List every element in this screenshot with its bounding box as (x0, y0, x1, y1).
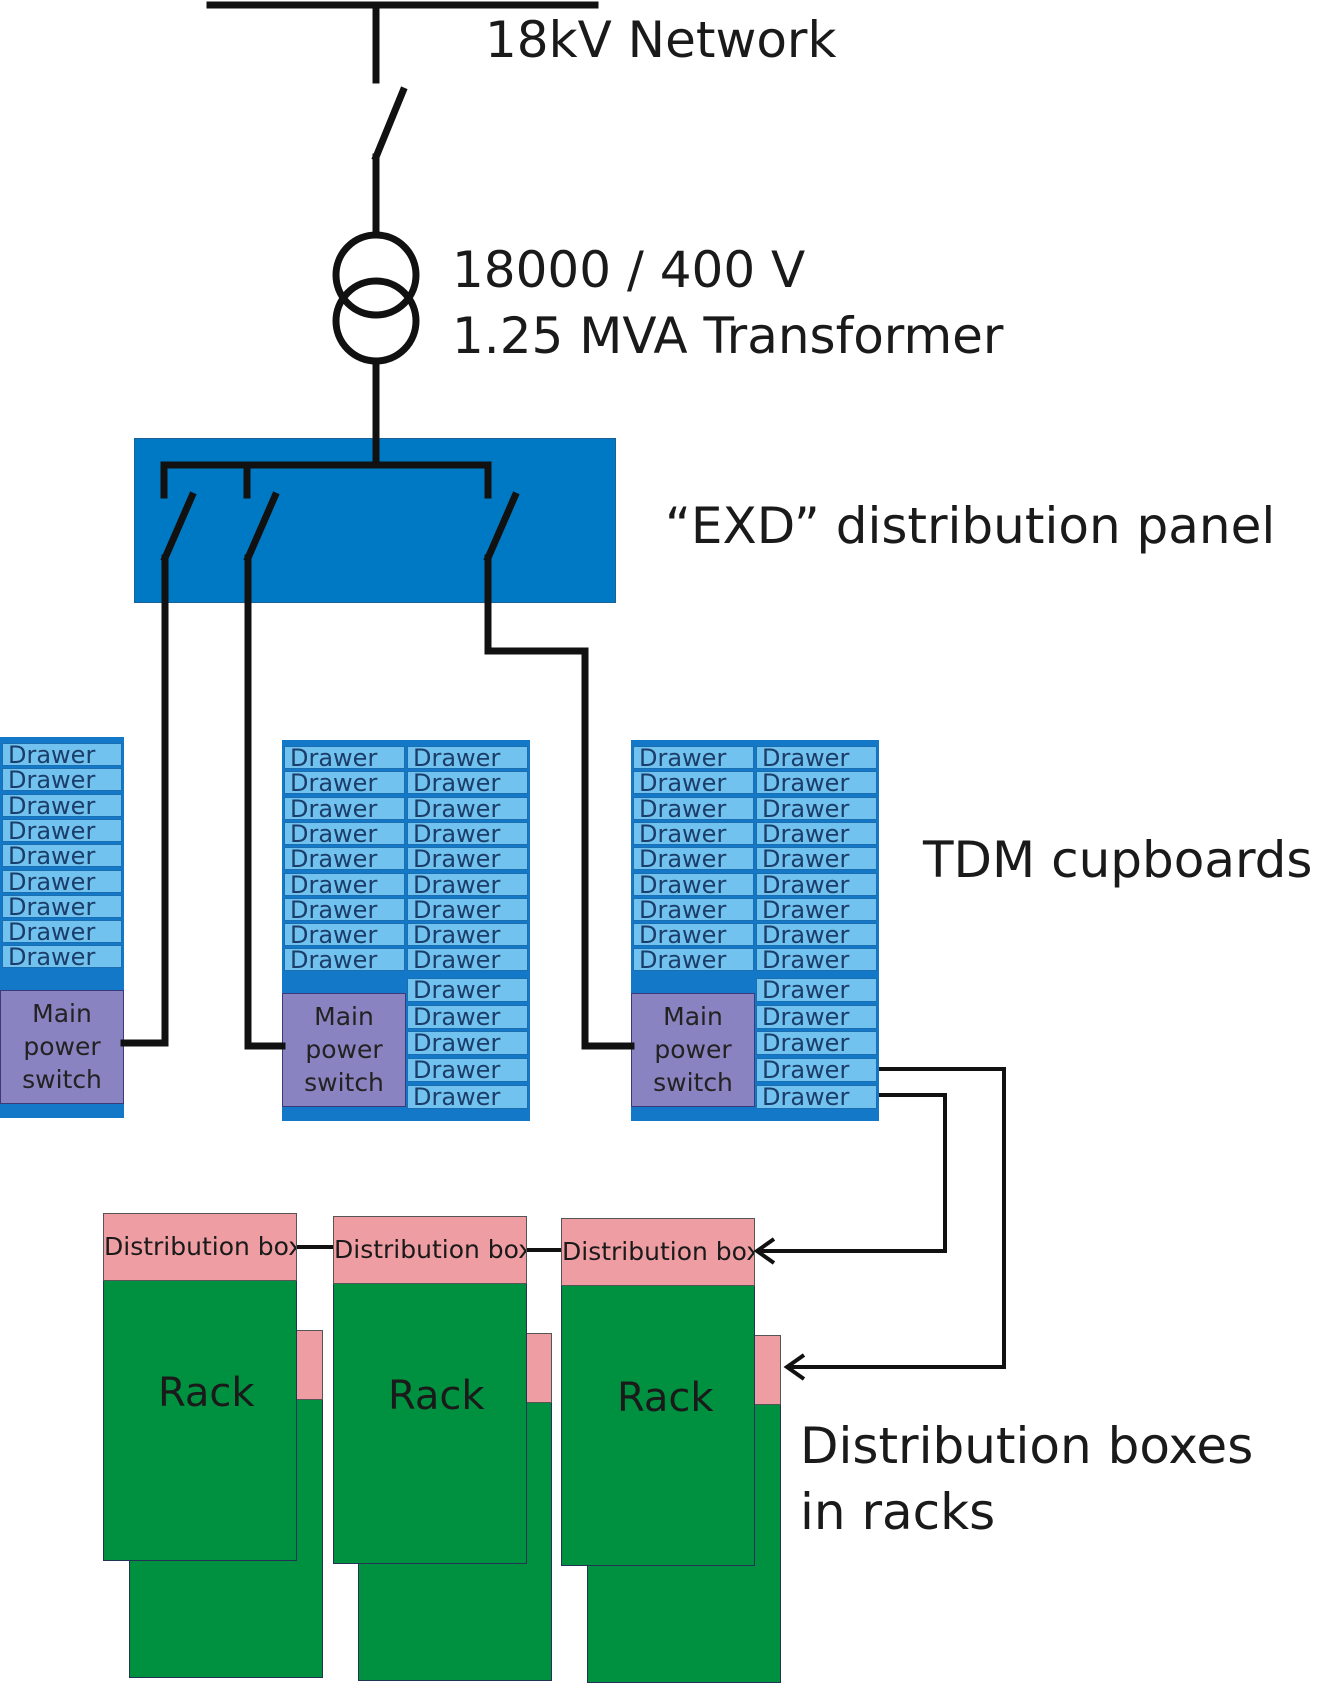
cupboard-3-left-drawer[interactable]: Drawer (633, 746, 754, 769)
cupboard-1-drawer[interactable]: Drawer (2, 894, 122, 918)
network-label: 18kV Network (485, 11, 837, 69)
rack-feed-wire-1 (787, 1067, 1006, 1369)
cupboard-3-right-drawer[interactable]: Drawer (756, 746, 877, 769)
rack-2-label: Rack (388, 1373, 485, 1419)
cupboard-2-left-drawer[interactable]: Drawer (284, 796, 405, 820)
rack-feed-arrow-1 (783, 1353, 806, 1381)
cupboard-3-right-drawer[interactable]: Drawer (756, 847, 877, 871)
main-power-switch-1-line3: switch (22, 1065, 102, 1094)
cupboard-2-right-drawer[interactable]: Drawer (407, 821, 528, 845)
main-power-switch-2[interactable]: Main power switch (282, 993, 406, 1107)
main-power-switch-1[interactable]: Main power switch (0, 990, 124, 1104)
main-power-switch-3[interactable]: Main power switch (631, 993, 755, 1107)
cupboard-2-right-drawer[interactable]: Drawer (407, 771, 528, 795)
cupboard-2-left-drawer[interactable]: Drawer (284, 897, 405, 921)
panel-busbar (160, 461, 492, 499)
cupboard-2-left-drawer[interactable]: Drawer (284, 771, 405, 795)
panel-switch-blade-2 (243, 491, 280, 563)
main-power-switch-3-line2: power (654, 1035, 732, 1064)
panel-switch-blade-1 (160, 491, 197, 563)
cupboard-3-right-drawer[interactable]: Drawer (756, 948, 877, 972)
rack-1-label: Rack (158, 1370, 255, 1416)
cupboard-1-drawer[interactable]: Drawer (2, 920, 122, 944)
cupboard-3-left-drawer[interactable]: Drawer (633, 897, 754, 921)
cupboard-1-drawer[interactable]: Drawer (2, 743, 122, 766)
distribution-box-2[interactable]: Distribution box (333, 1216, 527, 1284)
cupboard-1-drawer[interactable]: Drawer (2, 793, 122, 817)
cupboard-3-left-drawer[interactable]: Drawer (633, 948, 754, 972)
cupboard-3-left-drawer[interactable]: Drawer (633, 923, 754, 947)
main-power-switch-3-line3: switch (653, 1068, 733, 1097)
cupboard-2-right-drawer[interactable]: Drawer (407, 746, 528, 769)
cupboard-2-right-lower-drawer[interactable]: Drawer (407, 1084, 528, 1109)
racks-label-line1: Distribution boxes (800, 1417, 1254, 1475)
cupboard-3-left-drawer[interactable]: Drawer (633, 872, 754, 896)
network-switch-blade (371, 86, 408, 162)
cupboard-3-left-drawer[interactable]: Drawer (633, 821, 754, 845)
feeder-wire-1 (120, 554, 169, 1047)
cupboard-2-right-lower-drawer[interactable]: Drawer (407, 1031, 528, 1056)
main-power-switch-2-line1: Main (314, 1002, 374, 1031)
cupboard-1-drawer[interactable]: Drawer (2, 945, 122, 969)
rack-3-label: Rack (617, 1375, 714, 1421)
cupboard-2-left-drawer[interactable]: Drawer (284, 948, 405, 972)
cupboards-label: TDM cupboards (923, 831, 1313, 889)
cupboard-2-right-drawer[interactable]: Drawer (407, 923, 528, 947)
main-power-switch-2-line3: switch (304, 1068, 384, 1097)
cupboard-3-right-drawer[interactable]: Drawer (756, 923, 877, 947)
cupboard-2-right-lower-drawer[interactable]: Drawer (407, 978, 528, 1002)
cupboard-3-left-drawer[interactable]: Drawer (633, 847, 754, 871)
cupboard-2-right-drawer[interactable]: Drawer (407, 847, 528, 871)
rack-feed-arrow-2 (753, 1237, 776, 1265)
cupboard-2-right-drawer[interactable]: Drawer (407, 872, 528, 896)
cupboard-3-left-drawer[interactable]: Drawer (633, 771, 754, 795)
cupboard-3-right-lower-drawer[interactable]: Drawer (756, 978, 877, 1002)
cupboard-1-drawer[interactable]: Drawer (2, 818, 122, 842)
cupboard-2-right-drawer[interactable]: Drawer (407, 796, 528, 820)
cupboard-2-left-drawer[interactable]: Drawer (284, 872, 405, 896)
transformer-voltage-label: 18000 / 400 V (452, 241, 806, 299)
cupboard-3-right-lower-drawer[interactable]: Drawer (756, 1004, 877, 1029)
rack-2 (333, 1281, 527, 1564)
transformer-secondary-coil (332, 277, 420, 365)
cupboard-3-left-drawer[interactable]: Drawer (633, 796, 754, 820)
cupboard-2-right-lower-drawer[interactable]: Drawer (407, 1058, 528, 1083)
transformer-primary-coil (332, 231, 420, 319)
wires (120, 1, 635, 1050)
cupboard-1-drawer[interactable]: Drawer (2, 869, 122, 893)
main-power-switch-1-line2: power (23, 1032, 101, 1061)
main-power-switch-1-line1: Main (32, 999, 92, 1028)
cupboard-2-left-drawer[interactable]: Drawer (284, 923, 405, 947)
cupboard-3-right-drawer[interactable]: Drawer (756, 771, 877, 795)
feeder-wire-2 (244, 554, 286, 1050)
racks-label-line2: in racks (800, 1483, 996, 1541)
cupboard-3-right-lower-drawer[interactable]: Drawer (756, 1031, 877, 1056)
cupboard-1-drawer[interactable]: Drawer (2, 844, 122, 868)
cupboard-2-left-drawer[interactable]: Drawer (284, 746, 405, 769)
cupboard-1-drawer[interactable]: Drawer (2, 768, 122, 792)
rack-feed-wire-2 (757, 1093, 947, 1253)
main-power-switch-3-line1: Main (663, 1002, 723, 1031)
cupboard-2-left-drawer[interactable]: Drawer (284, 821, 405, 845)
cupboard-2-left-drawer[interactable]: Drawer (284, 847, 405, 871)
feeder-wire-3 (484, 554, 635, 1050)
cupboard-3-right-lower-drawer[interactable]: Drawer (756, 1058, 877, 1083)
cupboard-3-right-drawer[interactable]: Drawer (756, 821, 877, 845)
distribution-box-3[interactable]: Distribution box (561, 1218, 755, 1286)
cupboard-3-right-lower-drawer[interactable]: Drawer (756, 1084, 877, 1109)
cupboard-2-right-drawer[interactable]: Drawer (407, 897, 528, 921)
cupboard-3-right-drawer[interactable]: Drawer (756, 796, 877, 820)
cupboard-2-right-drawer[interactable]: Drawer (407, 948, 528, 972)
transformer-symbol (332, 231, 420, 365)
main-power-switch-2-line2: power (305, 1035, 383, 1064)
cupboard-3-right-drawer[interactable]: Drawer (756, 872, 877, 896)
cupboard-3-right-drawer[interactable]: Drawer (756, 897, 877, 921)
rack-feeds (297, 1067, 1006, 1381)
panel-switch-blade-3 (483, 491, 520, 563)
panel-label: “EXD” distribution panel (665, 497, 1276, 555)
distribution-box-1[interactable]: Distribution box (103, 1213, 297, 1281)
cupboard-2-right-lower-drawer[interactable]: Drawer (407, 1004, 528, 1029)
transformer-rating-label: 1.25 MVA Transformer (452, 307, 1004, 365)
